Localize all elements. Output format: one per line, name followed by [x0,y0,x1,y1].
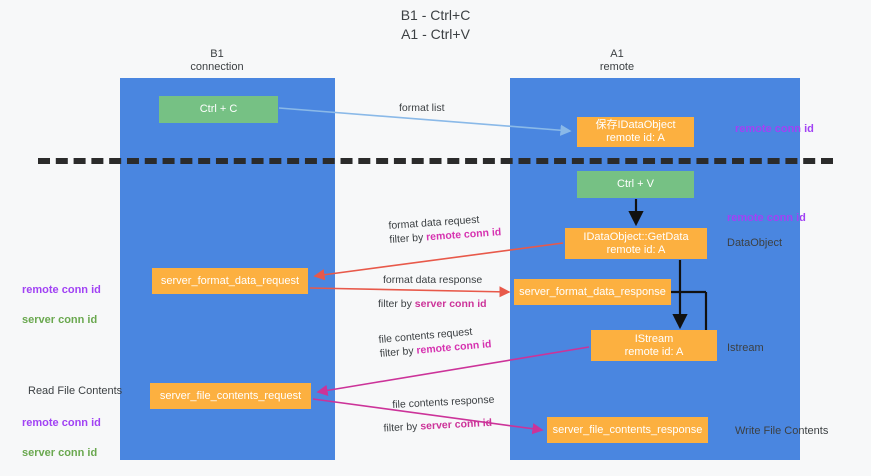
edge-label-format-list: format list [399,102,445,114]
label-remote-conn-id-top: remote conn id [735,123,814,135]
column-header-a1: A1 remote [557,48,677,74]
edge-file-contents-request [316,346,590,396]
page-title: B1 - Ctrl+C A1 - Ctrl+V [400,7,471,42]
edge-label-fdreq-prefix: filter by [389,231,427,246]
box-server-file-contents-request[interactable]: server_file_contents_request [150,383,311,409]
box-idataobject-getdata[interactable]: IDataObject::GetData remote id: A [565,228,707,259]
label-left-ids-block-2: remote conn id server conn id [22,401,101,476]
edge-format-data-request [313,242,564,281]
box-server-format-data-response[interactable]: server_format_data_response [514,279,671,305]
edge-label-fdresp-highlight: server conn id [414,298,487,310]
box-save-idataobject[interactable]: 保存IDataObject remote id: A [577,117,694,147]
box-server-file-contents-response[interactable]: server_file_contents_response [547,417,708,443]
label-write-file-contents: Write File Contents [735,425,829,437]
edge-label-format-data-response: format data response filter by server co… [378,273,487,311]
label-left-remote-conn-id-2: remote conn id [22,417,101,429]
label-left-server-conn-id-2: server conn id [22,447,98,459]
column-header-b1-role: connection [190,61,244,73]
label-istream: Istream [727,342,764,354]
edge-label-format-data-response-line2: filter by server conn id [378,297,487,311]
edge-label-fcresp-prefix: filter by [383,420,421,435]
label-left-remote-conn-id-1: remote conn id [22,284,101,296]
edge-format-list [278,107,572,136]
box-ctrl-c[interactable]: Ctrl + C [159,96,278,123]
label-left-server-conn-id-1: server conn id [22,314,98,326]
edge-label-fcreq-prefix: filter by [379,344,417,360]
edge-file-contents-response [312,398,544,435]
box-server-format-data-request[interactable]: server_format_data_request [152,268,308,294]
edge-label-fcresp-highlight: server conn id [419,416,493,433]
label-read-file-contents: Read File Contents [28,385,123,397]
column-header-b1: B1 connection [157,48,277,74]
edge-format-data-response [309,286,511,298]
label-remote-conn-id-mid: remote conn id [727,212,806,224]
edge-label-file-contents-response: file contents response filter by server … [383,393,496,435]
column-header-b1-name: B1 [210,48,224,60]
column-header-a1-role: remote [599,61,635,73]
edge-label-format-data-response-line1: format data response [383,274,483,286]
label-dataobject: DataObject [727,237,783,249]
label-left-ids-block-1: remote conn id server conn id [22,268,101,343]
section-divider [38,158,833,164]
box-ctrl-v[interactable]: Ctrl + V [577,171,694,198]
box-istream[interactable]: IStream remote id: A [591,330,717,361]
edge-label-fdresp-prefix: filter by [378,298,415,310]
column-header-a1-name: A1 [610,48,624,60]
